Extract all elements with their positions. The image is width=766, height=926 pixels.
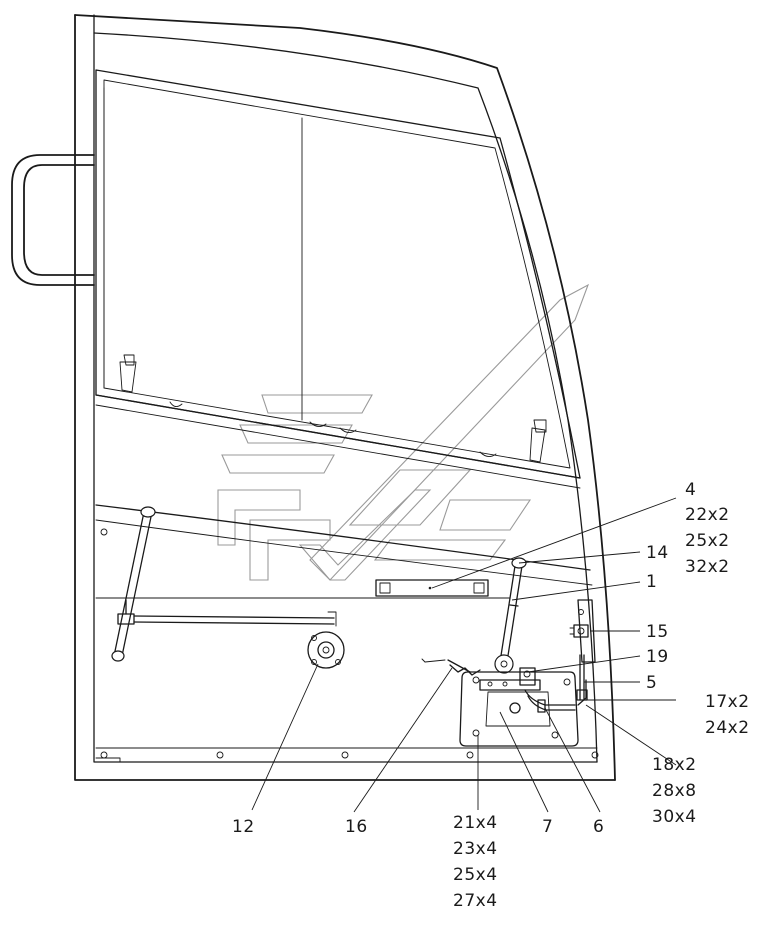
part-4-plate: [375, 579, 489, 597]
callout-1: 1: [646, 572, 657, 592]
callout-21-line: 23x4: [453, 839, 498, 859]
callout-17-line: 24x2: [705, 718, 750, 738]
callout-18-line: 28x8: [652, 781, 697, 801]
callout-4-line: 4: [685, 480, 696, 500]
callout-6: 6: [593, 817, 604, 837]
door-window: [95, 69, 581, 489]
watermark-logo: [217, 283, 590, 581]
part-12-mechanism: [111, 506, 345, 669]
part-14-gas-strut: [494, 557, 527, 674]
lower-panel: [95, 504, 599, 763]
callout-4-line: 32x2: [685, 557, 730, 577]
callout-5: 5: [646, 673, 657, 693]
callout-15: 15: [646, 622, 669, 642]
callout-17-line: 17x2: [705, 692, 750, 712]
callout-21: 21x4 23x4 25x4 27x4: [453, 813, 498, 911]
door-handle: [11, 154, 95, 286]
callout-17: 17x2 24x2: [705, 692, 750, 738]
callout-7: 7: [542, 817, 553, 837]
callout-18-line: 30x4: [652, 807, 697, 827]
callout-16: 16: [345, 817, 368, 837]
leader-lines: [251, 497, 677, 813]
callout-18: 18x2 28x8 30x4: [652, 755, 697, 827]
callout-18-line: 18x2: [652, 755, 697, 775]
callout-21-line: 27x4: [453, 891, 498, 911]
callout-21-line: 25x4: [453, 865, 498, 885]
callout-21-line: 21x4: [453, 813, 498, 833]
callout-4-line: 22x2: [685, 505, 730, 525]
callout-4: 4 22x2 25x2 32x2: [685, 480, 730, 577]
callout-14: 14: [646, 543, 669, 563]
lock-assembly: [421, 654, 588, 747]
callout-12: 12: [232, 817, 255, 837]
door-frame: [74, 14, 616, 781]
callout-19: 19: [646, 647, 669, 667]
callout-4-line: 25x2: [685, 531, 730, 551]
